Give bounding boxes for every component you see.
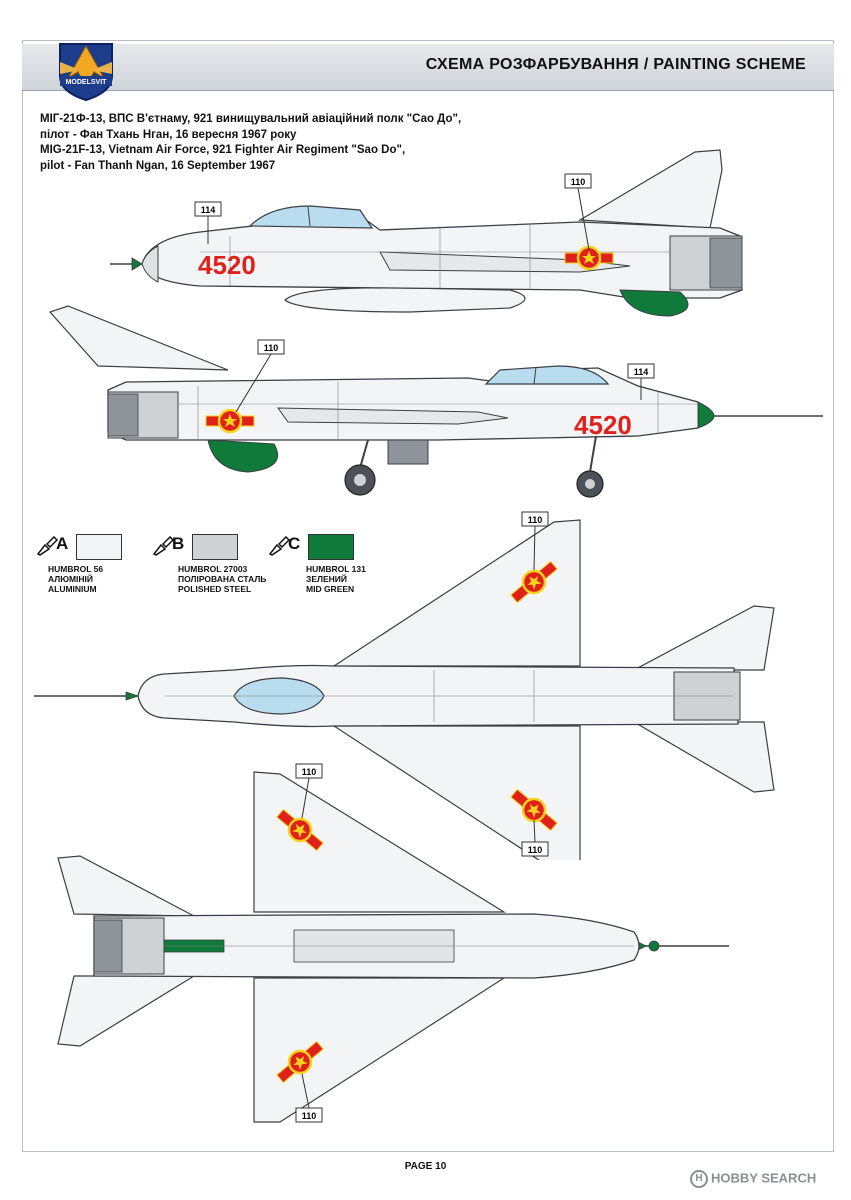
aircraft-right-side-view: 4520 110 114	[48, 305, 823, 498]
paint-name-ua: АЛЮМІНІЙ	[48, 574, 94, 584]
logo-text: MODELSVIT	[66, 79, 108, 86]
page-number: PAGE 10	[404, 1161, 447, 1172]
callout-110: 110	[235, 339, 285, 413]
paint-name-ua: ЗЕЛЕНИЙ	[306, 574, 347, 584]
aircraft-serial: 4520	[574, 410, 632, 440]
swatch-label: HUMBROL 131 ЗЕЛЕНИЙ MID GREEN	[306, 564, 366, 594]
paint-code: HUMBROL 131	[306, 564, 366, 574]
callout-114: 114	[627, 363, 655, 400]
caption-line: MIG-21F-13, Vietnam Air Force, 921 Fight…	[40, 144, 406, 156]
aircraft-bottom-view: 110 110	[57, 763, 729, 1123]
vietnam-roundel	[510, 560, 558, 604]
paint-code: HUMBROL 56	[48, 564, 104, 574]
paint-name-en: MID GREEN	[306, 584, 355, 594]
vietnam-roundel	[510, 788, 558, 832]
callout-114: 114	[194, 201, 222, 244]
paint-name-en: ALUMINIUM	[48, 584, 97, 594]
callout-110: 110	[521, 819, 549, 857]
aircraft-serial: 4520	[198, 250, 256, 280]
vietnam-roundel	[205, 408, 255, 434]
callout-label: 110	[302, 1111, 317, 1121]
callout-label: 110	[302, 767, 317, 777]
callout-label: 114	[201, 205, 216, 215]
paint-code: HUMBROL 27003	[178, 564, 248, 574]
color-swatch-mid-green	[308, 534, 354, 560]
paint-name-ua: ПОЛІРОВАНА СТАЛЬ	[178, 574, 267, 584]
caption-line: МІГ-21Ф-13, ВПС В'єтнаму, 921 винищуваль…	[40, 113, 462, 125]
brush-icon	[268, 536, 290, 556]
callout-110: 110	[295, 1073, 323, 1123]
vietnam-roundel	[564, 245, 614, 271]
hobby-search-logo-icon: H	[690, 1170, 708, 1188]
swatch-label: HUMBROL 27003 ПОЛІРОВАНА СТАЛЬ POLISHED …	[178, 564, 266, 594]
aircraft-top-view: 110 110	[34, 511, 775, 860]
swatch-letter: B	[172, 534, 185, 553]
vietnam-roundel	[276, 808, 324, 852]
aircraft-left-side-view: 4520 110 114	[110, 149, 743, 317]
watermark-text: HOBBY SEARCH	[711, 1170, 817, 1186]
header-bar: СХЕМА РОЗФАРБУВАННЯ / PAINTING SCHEME	[22, 44, 834, 91]
caption-line: pilot - Fan Thanh Ngan, 16 September 196…	[40, 159, 276, 172]
swatch-letter: C	[288, 534, 301, 553]
brush-icon	[36, 536, 58, 556]
callout-110: 110	[564, 173, 592, 251]
paint-name-en: POLISHED STEEL	[178, 584, 252, 594]
callout-label: 110	[264, 343, 279, 353]
swatch-letter: A	[56, 534, 69, 553]
callout-label: 110	[571, 177, 586, 187]
swatch-label: HUMBROL 56 АЛЮМІНІЙ ALUMINIUM	[48, 564, 103, 594]
callout-110: 110	[295, 763, 323, 819]
page-frame	[22, 40, 834, 1152]
callout-110: 110	[521, 511, 549, 571]
modelsvit-logo: MODELSVIT	[59, 43, 113, 102]
callout-label: 110	[528, 515, 543, 525]
callout-label: 114	[634, 367, 649, 377]
caption-line: пілот - Фан Тхань Нган, 16 вересня 1967 …	[40, 128, 297, 141]
vietnam-roundel	[276, 1040, 324, 1084]
page-title: СХЕМА РОЗФАРБУВАННЯ / PAINTING SCHEME	[425, 56, 806, 73]
brush-icon	[152, 536, 174, 556]
color-swatch-aluminium	[76, 534, 122, 560]
color-swatch-polished-steel	[192, 534, 238, 560]
scheme-caption: МІГ-21Ф-13, ВПС В'єтнаму, 921 винищуваль…	[40, 112, 461, 174]
callout-label: 110	[528, 845, 543, 855]
